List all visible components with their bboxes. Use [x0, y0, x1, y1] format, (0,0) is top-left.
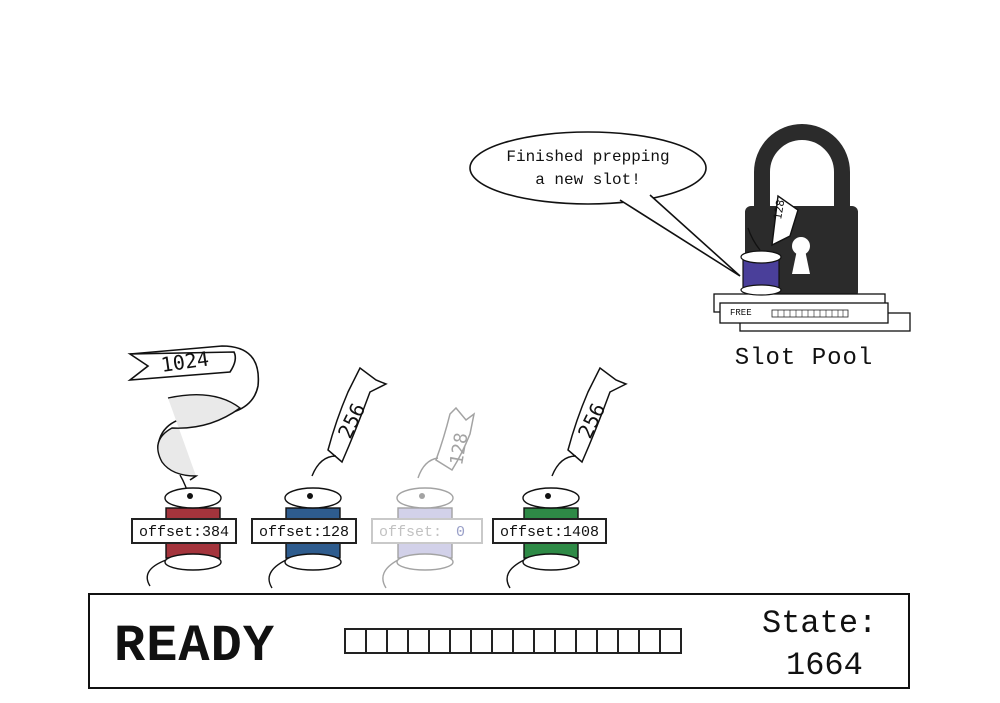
offset-label-2: offset:128	[251, 518, 358, 544]
progress-cell	[449, 628, 472, 654]
progress-cell	[512, 628, 535, 654]
speech-bubble	[469, 131, 741, 277]
progress-cell	[575, 628, 598, 654]
progress-cell	[638, 628, 661, 654]
speech-bubble-line-2: a new slot!	[535, 171, 641, 189]
offset-prefix: offset:	[500, 524, 564, 541]
progress-cell	[344, 628, 367, 654]
slot-cells	[771, 309, 849, 318]
speech-bubble-line-1: Finished prepping	[506, 148, 670, 166]
progress-cell	[617, 628, 640, 654]
pool-spool-size: 128	[771, 199, 787, 221]
spool-256-a: 256	[268, 366, 388, 589]
pool-spool: 128	[740, 194, 799, 296]
offset-prefix: offset:	[379, 524, 443, 541]
spool-256-b: 256	[506, 366, 628, 589]
state-word: READY	[114, 617, 276, 676]
slot-pool-label: Slot Pool	[734, 345, 874, 372]
state-label: State:	[762, 605, 878, 642]
progress-cells	[344, 628, 682, 654]
offset-label-3: offset: 0	[371, 518, 483, 544]
progress-cell	[386, 628, 409, 654]
progress-cell	[470, 628, 493, 654]
offset-value: 128	[322, 524, 350, 541]
progress-cell	[596, 628, 619, 654]
status-panel: READY State: 1664	[88, 593, 910, 689]
progress-cell	[491, 628, 514, 654]
offset-value: 1408	[563, 524, 600, 541]
offset-value: 0	[456, 524, 466, 541]
progress-cell	[365, 628, 388, 654]
progress-cell	[659, 628, 682, 654]
spool-1024: 1024	[127, 345, 260, 587]
state-value: 1664	[786, 647, 863, 684]
offset-prefix: offset:	[259, 524, 323, 541]
offset-prefix: offset:	[139, 524, 203, 541]
offset-label-4: offset:1408	[492, 518, 608, 544]
offset-value: 384	[202, 524, 230, 541]
speech-bubble-text: Finished prepping a new slot!	[470, 146, 706, 192]
slot-status-label: FREE	[730, 308, 752, 318]
spool-128-size: 128	[446, 431, 472, 467]
progress-cell	[554, 628, 577, 654]
progress-cell	[533, 628, 556, 654]
progress-cell	[407, 628, 430, 654]
slot-stack	[713, 293, 911, 332]
offset-label-1: offset:384	[131, 518, 238, 544]
spool-128-faded: 128	[382, 406, 476, 589]
progress-cell	[428, 628, 451, 654]
